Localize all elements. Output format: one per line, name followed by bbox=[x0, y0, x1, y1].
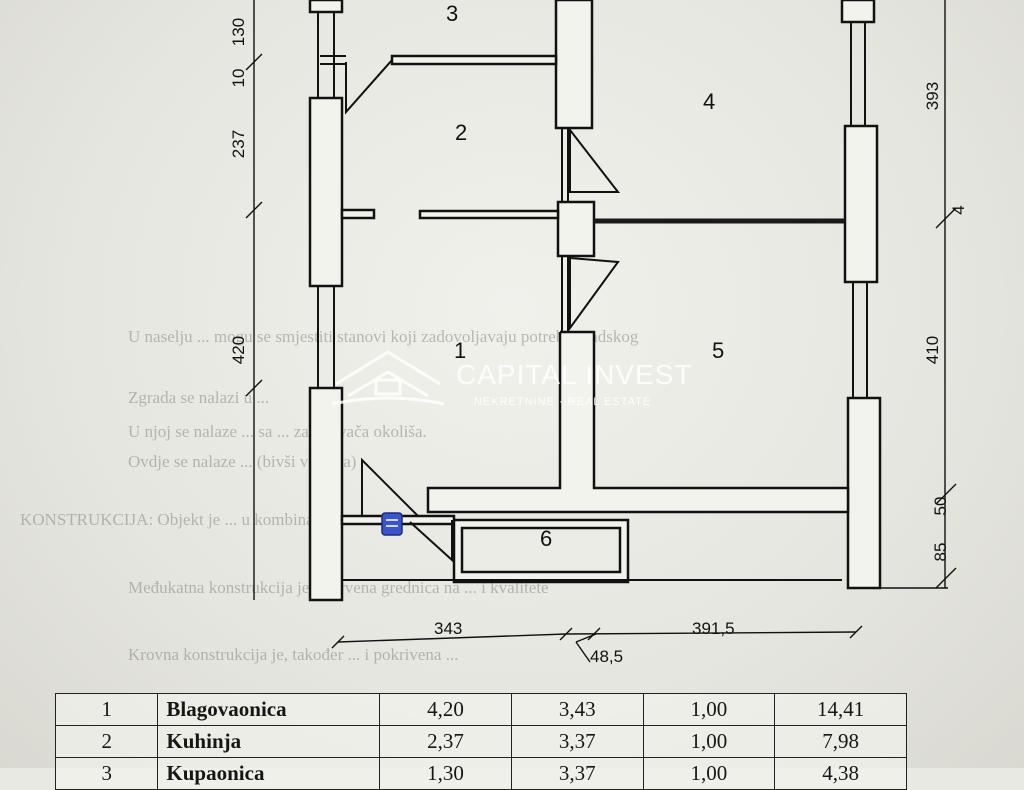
room-5-label: 5 bbox=[712, 338, 724, 363]
cell-num: 1 bbox=[54, 693, 159, 726]
cell-area: 14,41 bbox=[774, 693, 907, 726]
bg-line-4: Ovdje se nalaze ... (bivši vojarna) bbox=[128, 452, 356, 471]
watermark-brand: CAPITAL INVEST bbox=[456, 359, 693, 390]
dim-391-5: 391,5 bbox=[692, 619, 735, 638]
dim-4: 4 bbox=[949, 205, 968, 214]
cell-name: Kupaonica bbox=[157, 757, 381, 790]
dim-85: 85 bbox=[931, 543, 950, 562]
dim-420: 420 bbox=[229, 336, 248, 364]
room-3-label: 3 bbox=[446, 1, 458, 26]
cell-area: 4,38 bbox=[774, 757, 907, 790]
dim-343: 343 bbox=[434, 619, 462, 638]
bg-line-3: U njoj se nalaze ... sa ... zagađivača o… bbox=[128, 422, 427, 441]
cell-b: 3,37 bbox=[510, 757, 644, 790]
bg-line-2: Zgrada se nalazi u ... bbox=[128, 388, 269, 407]
table-row: 1 Blagovaonica 4,20 3,43 1,00 14,41 bbox=[54, 693, 907, 726]
room-labels: 3 2 4 1 5 6 bbox=[446, 1, 724, 551]
table-row: 2 Kuhinja 2,37 3,37 1,00 7,98 bbox=[54, 725, 907, 758]
bg-line-7: Krovna konstrukcija je, također ... i po… bbox=[128, 645, 458, 664]
cell-name: Blagovaonica bbox=[157, 693, 381, 726]
room-1-label: 1 bbox=[454, 338, 466, 363]
location-marker-icon bbox=[381, 512, 403, 536]
dim-393: 393 bbox=[923, 82, 942, 110]
right-exterior-wall bbox=[840, 0, 882, 590]
room-6-label: 6 bbox=[540, 526, 552, 551]
dim-410: 410 bbox=[923, 336, 942, 364]
dim-10: 10 bbox=[229, 69, 248, 88]
watermark-tagline: NEKRETNINE · REAL ESTATE bbox=[474, 396, 651, 408]
cell-c: 1,00 bbox=[642, 725, 776, 758]
room-2-label: 2 bbox=[455, 120, 467, 145]
room-area-table: 1 Blagovaonica 4,20 3,43 1,00 14,41 2 Ku… bbox=[54, 693, 907, 790]
bottom-dimension-line: 343 48,5 391,5 bbox=[331, 619, 863, 666]
room-4-label: 4 bbox=[703, 89, 715, 114]
cell-num: 2 bbox=[54, 725, 159, 758]
house-logo-icon bbox=[331, 350, 445, 406]
dim-50: 50 bbox=[931, 497, 950, 516]
bg-line-1: U naselju ... mogu se smjestiti stanovi … bbox=[128, 327, 639, 346]
cell-a: 4,20 bbox=[379, 693, 512, 726]
floor-plan: U naselju ... mogu se smjestiti stanovi … bbox=[20, 0, 968, 666]
watermark: CAPITAL INVEST NEKRETNINE · REAL ESTATE bbox=[331, 350, 693, 408]
cell-b: 3,37 bbox=[510, 725, 644, 758]
cell-name: Kuhinja bbox=[157, 725, 381, 758]
central-partition bbox=[426, 0, 850, 514]
dim-48-5: 48,5 bbox=[590, 647, 623, 666]
cell-c: 1,00 bbox=[642, 693, 776, 726]
dim-130: 130 bbox=[229, 18, 248, 46]
table-row: 3 Kupaonica 1,30 3,37 1,00 4,38 bbox=[54, 757, 907, 790]
cell-num: 3 bbox=[54, 757, 159, 790]
left-exterior-wall bbox=[308, 0, 376, 602]
cell-b: 3,43 bbox=[510, 693, 644, 726]
right-dimension-line: 393 4 410 85 50 bbox=[880, 0, 968, 589]
dim-237: 237 bbox=[229, 130, 248, 158]
cell-area: 7,98 bbox=[774, 725, 907, 758]
cell-a: 2,37 bbox=[379, 725, 512, 758]
door-swings bbox=[345, 59, 621, 563]
bg-line-5: KONSTRUKCIJA: Objekt je ... u kombinacij… bbox=[20, 510, 336, 529]
background-text: U naselju ... mogu se smjestiti stanovi … bbox=[20, 327, 639, 664]
cell-c: 1,00 bbox=[642, 757, 776, 790]
left-dimension-line: 130 10 237 420 bbox=[229, 0, 263, 600]
cell-a: 1,30 bbox=[379, 757, 512, 790]
